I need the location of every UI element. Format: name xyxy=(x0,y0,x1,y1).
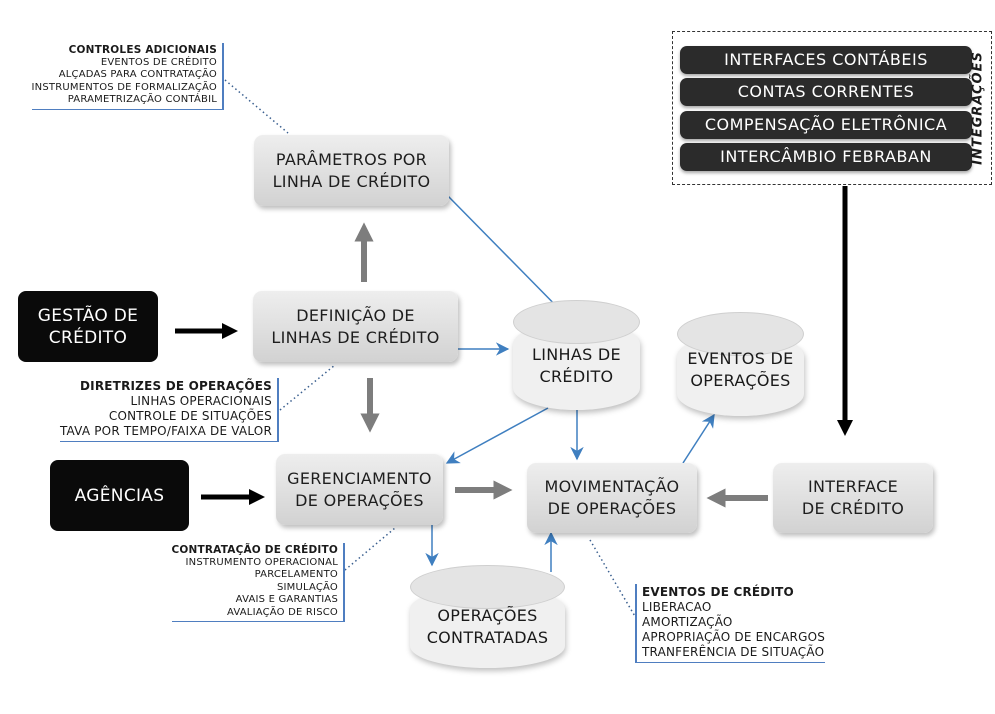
arrow-movimentacao-to-eventos xyxy=(682,413,715,464)
note-item: TAVA POR TEMPO/FAIXA DE VALOR xyxy=(59,424,272,438)
integracoes-title: INTEGRAÇÕES xyxy=(970,51,986,165)
note-item: EVENTOS DE CRÉDITO xyxy=(100,56,217,68)
note-controles-adicionais: CONTROLES ADICIONAIS EVENTOS DE CRÉDITO … xyxy=(31,43,224,110)
note-heading: CONTROLES ADICIONAIS xyxy=(68,44,217,56)
note-item: LIBERACAO xyxy=(642,600,712,614)
arrow-linhas-to-gerenciamento xyxy=(445,407,549,464)
db-contratadas-label: OPERAÇÕES CONTRATADAS xyxy=(426,606,549,647)
node-movimentacao: MOVIMENTAÇÃO DE OPERAÇÕES xyxy=(527,463,697,533)
note-connector-diretrizes xyxy=(279,364,336,411)
node-gerenciamento: GERENCIAMENTO DE OPERAÇÕES xyxy=(276,454,443,525)
db-linhas-label: LINHAS DE CRÉDITO xyxy=(532,345,621,386)
node-parametros: PARÂMETROS POR LINHA DE CRÉDITO xyxy=(254,135,449,206)
node-agencias: AGÊNCIAS xyxy=(50,460,189,531)
integracao-contas-correntes: CONTAS CORRENTES xyxy=(680,78,972,106)
db-eventos-operacoes: EVENTOS DE OPERAÇÕES xyxy=(677,312,804,416)
note-item: ALÇADAS PARA CONTRATAÇÃO xyxy=(58,69,217,80)
db-eventos-label: EVENTOS DE OPERAÇÕES xyxy=(687,349,794,390)
db-operacoes-contratadas: OPERAÇÕES CONTRATADAS xyxy=(410,565,565,668)
note-heading: CONTRATAÇÃO DE CRÉDITO xyxy=(171,544,338,556)
note-heading: EVENTOS DE CRÉDITO xyxy=(642,585,794,599)
integracao-interfaces-contabeis: INTERFACES CONTÁBEIS xyxy=(680,46,972,74)
integracao-intercambio-febraban: INTERCÂMBIO FEBRABAN xyxy=(680,143,972,171)
node-definicao: DEFINIÇÃO DE LINHAS DE CRÉDITO xyxy=(253,291,458,362)
note-item: PARAMETRIZAÇÃO CONTÁBIL xyxy=(67,94,217,105)
note-connector-eventos xyxy=(589,539,637,619)
integracoes-panel: INTERFACES CONTÁBEIS CONTAS CORRENTES CO… xyxy=(672,31,992,185)
note-item: INSTRUMENTO OPERACIONAL xyxy=(185,556,338,568)
note-item: AVALIAÇÃO DE RISCO xyxy=(226,606,338,618)
note-item: INSTRUMENTOS DE FORMALIZAÇÃO xyxy=(31,81,217,93)
note-item: CONTROLE DE SITUAÇÕES xyxy=(108,409,272,423)
note-contratacao-credito: CONTRATAÇÃO DE CRÉDITO INSTRUMENTO OPERA… xyxy=(171,543,345,622)
note-connector-controles xyxy=(224,79,289,134)
note-item: AVAIS E GARANTIAS xyxy=(235,594,338,605)
note-item: LINHAS OPERACIONAIS xyxy=(130,394,272,408)
integracao-compensacao-eletronica: COMPENSAÇÃO ELETRÔNICA xyxy=(680,111,972,139)
note-heading: DIRETRIZES DE OPERAÇÕES xyxy=(80,379,272,393)
node-interface-credito: INTERFACE DE CRÉDITO xyxy=(773,463,933,533)
note-item: AMORTIZAÇÃO xyxy=(642,615,733,629)
note-eventos-credito: EVENTOS DE CRÉDITO LIBERACAO AMORTIZAÇÃO… xyxy=(635,584,826,663)
node-gestao-credito: GESTÃO DE CRÉDITO xyxy=(18,291,158,362)
note-item: SIMULAÇÃO xyxy=(276,581,338,593)
note-item: APROPRIAÇÃO DE ENCARGOS xyxy=(642,630,826,644)
arrow-parametros-to-linhas xyxy=(446,194,572,322)
db-linhas-credito: LINHAS DE CRÉDITO xyxy=(513,300,640,410)
note-diretrizes-operacoes: DIRETRIZES DE OPERAÇÕES LINHAS OPERACION… xyxy=(59,378,279,442)
note-item: TRANFERÊNCIA DE SITUAÇÃO xyxy=(642,645,825,659)
note-item: PARCELAMENTO xyxy=(254,569,338,580)
note-connector-contratacao xyxy=(344,527,396,571)
